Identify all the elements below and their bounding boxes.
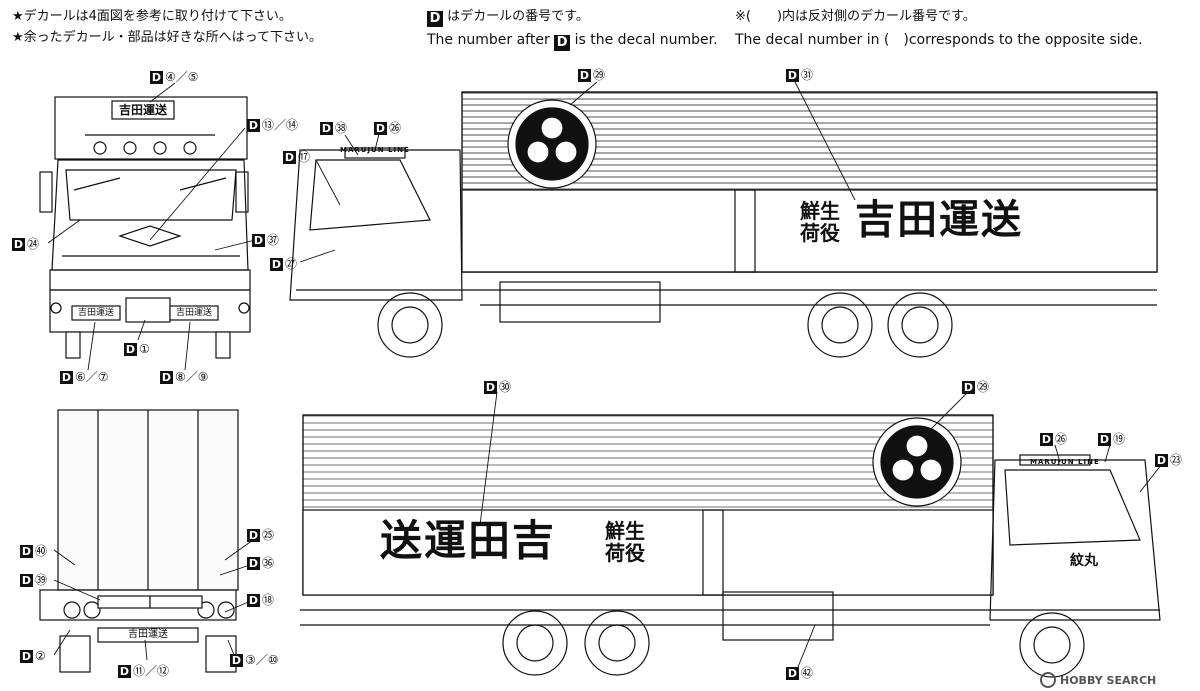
note-number-en: The number after D is the decal number. (427, 32, 718, 51)
top-rear-wheel-2 (887, 292, 953, 358)
front-plate-right-text: 吉田運送 (175, 308, 212, 318)
top-company-name: 吉田運送 (855, 197, 1023, 243)
rear-plate-text: 吉田運送 (128, 629, 168, 640)
top-body-lower-panel (461, 189, 1158, 273)
top-cab-stripe: MARUJUN LINE (340, 146, 410, 154)
top-rear-wheel-1 (807, 292, 873, 358)
note-jp-line1: ★デカールは4面図を参考に取り付けて下さい。 (12, 9, 292, 24)
top-cab-visor (344, 147, 406, 159)
side-view-bottom (300, 414, 1161, 678)
top-fresh-label: 鮮生 荷役 (800, 199, 840, 245)
bottom-post (702, 509, 724, 596)
front-emblem (118, 225, 182, 247)
bottom-front-wheel (1019, 612, 1085, 678)
bottom-tool-box (722, 591, 834, 641)
bottom-rear-wheel-2 (584, 610, 650, 676)
top-cab-window (309, 159, 431, 231)
bottom-cab-visor (1019, 454, 1091, 466)
front-plate-left-text: 吉田運送 (77, 308, 114, 318)
front-mirror-right (235, 171, 249, 213)
hobby-search-logo-icon (1040, 672, 1056, 688)
leader-lines (47, 81, 1166, 673)
bottom-rear-wheel-1 (502, 610, 568, 676)
top-fuel-tank (499, 281, 661, 323)
top-cab (289, 149, 463, 301)
rear-view (39, 409, 239, 673)
front-bumper (49, 289, 251, 333)
bottom-cab (989, 459, 1161, 621)
top-front-wheel (377, 292, 443, 358)
note-opposite-jp: ※( )内は反対側のデカール番号です。 (735, 9, 976, 24)
decal-d-icon: D (427, 11, 443, 27)
front-plate-right-box (169, 305, 219, 321)
watermark: HOBBY SEARCH (1040, 672, 1156, 688)
bottom-cab-boat-name: 紋丸 (1070, 553, 1098, 569)
front-bumper-upper (49, 269, 251, 291)
note-opposite-en: The decal number in ( )corresponds to th… (735, 32, 1143, 48)
bottom-cab-stripe: MARUJUN LINE (1030, 458, 1100, 466)
bottom-company-name: 送運田吉 (380, 516, 557, 565)
side-view-top (289, 91, 1158, 358)
note-number-jp: D はデカールの番号です。 (427, 8, 589, 27)
decal-d-icon: D (554, 35, 571, 51)
front-windshield (65, 169, 237, 221)
bottom-cab-window (1004, 469, 1141, 546)
front-plate-left-box (71, 305, 121, 321)
front-sign-text: 吉田運送 (118, 103, 167, 117)
front-cab-body (51, 159, 249, 271)
front-view (39, 96, 251, 359)
bottom-body-lower-panel (302, 509, 994, 596)
bottom-fresh-label: 鮮生 荷役 (605, 519, 645, 565)
rear-plate-box (97, 627, 199, 643)
rear-bumper (39, 589, 237, 621)
front-sign-plate (111, 100, 175, 120)
note-jp-line2: ★余ったデカール・部品は好きな所へはって下さい。 (12, 30, 323, 45)
front-license-plate (125, 297, 171, 323)
front-mirror-left (39, 171, 53, 213)
